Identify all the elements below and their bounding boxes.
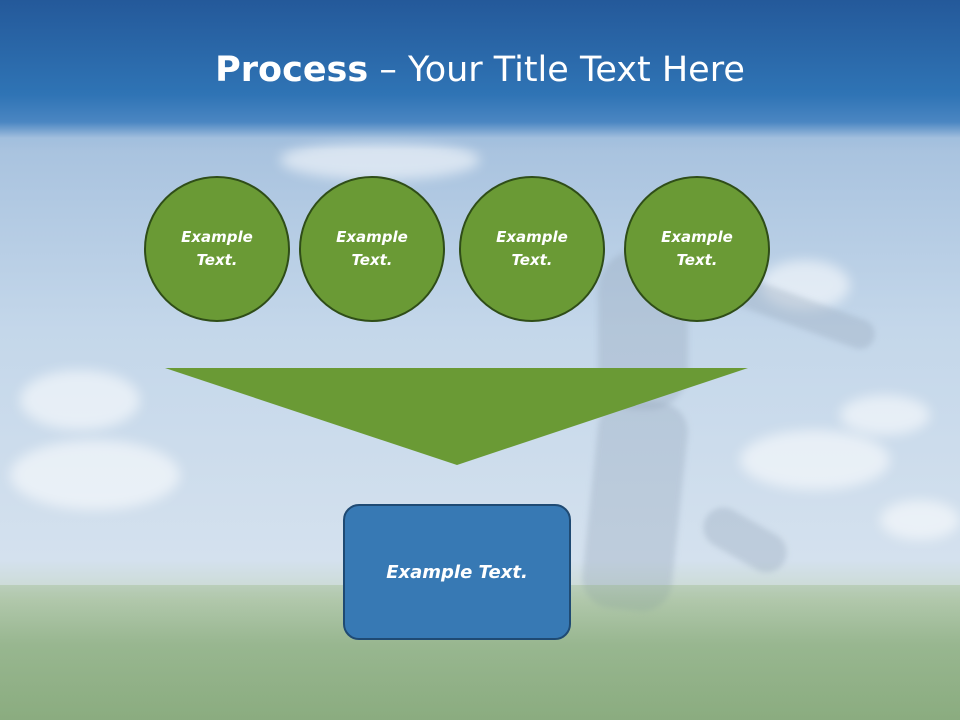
process-step-circle: Example Text.	[459, 176, 605, 322]
result-label: Example Text.	[386, 561, 528, 583]
title-bar	[0, 0, 960, 150]
process-step-circle: Example Text.	[144, 176, 290, 322]
result-box: Example Text.	[343, 504, 571, 640]
process-step-circle: Example Text.	[299, 176, 445, 322]
funnel-arrow	[165, 368, 748, 465]
title-rest: – Your Title Text Here	[368, 50, 745, 90]
step-label: Example Text.	[496, 228, 568, 269]
background-cloud	[740, 430, 890, 490]
process-step-circle: Example Text.	[624, 176, 770, 322]
step-label: Example Text.	[336, 228, 408, 269]
title-bold: Process	[215, 50, 369, 90]
step-label: Example Text.	[661, 228, 733, 269]
step-label: Example Text.	[181, 228, 253, 269]
background-cloud	[20, 370, 140, 430]
background-cloud	[840, 395, 930, 435]
background-figure-leg	[696, 500, 794, 580]
background-cloud	[880, 500, 960, 540]
background-cloud	[10, 440, 180, 510]
background-cloud	[760, 260, 850, 310]
slide-title: Process – Your Title Text Here	[0, 50, 960, 90]
funnel-arrow-shape	[165, 368, 748, 465]
